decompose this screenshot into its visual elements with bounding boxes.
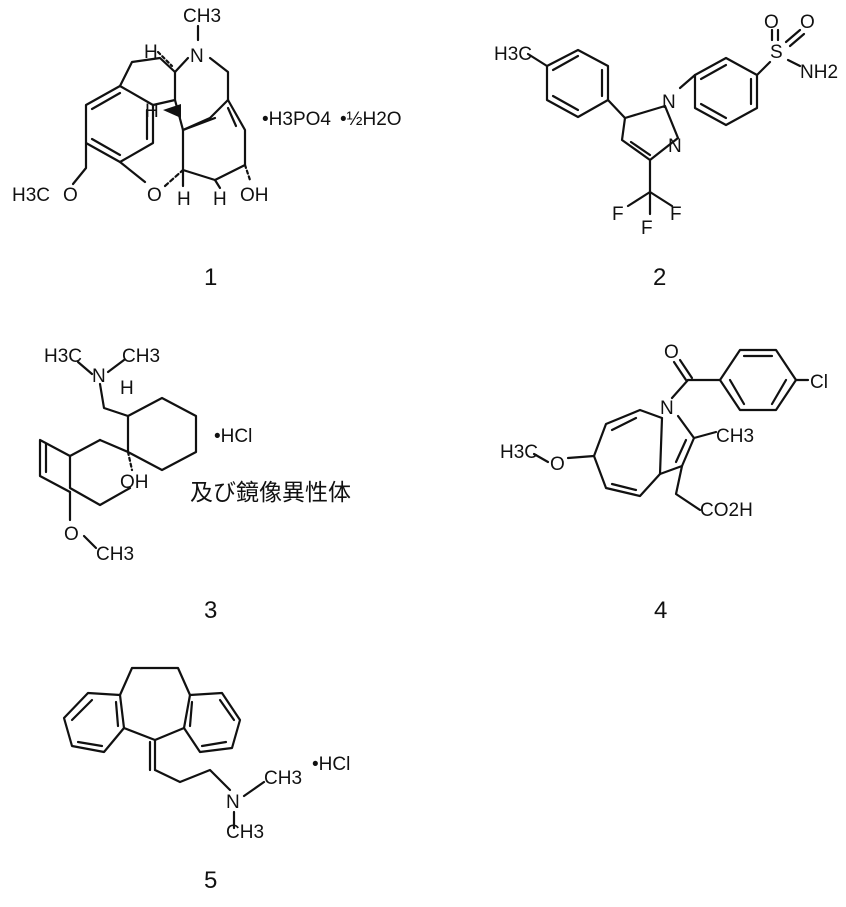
- c3-salt: •HCl: [214, 426, 252, 447]
- c3-methoxy-methyl: CH3: [96, 544, 134, 565]
- c1-h-bottom-left: H: [177, 189, 191, 210]
- compound-3: H3C N CH3 H OH O CH3 •HCl 及び鏡像異性体 3: [38, 346, 351, 624]
- c5-nitrogen: N: [226, 792, 240, 813]
- c5-methyl-lower: CH3: [226, 822, 264, 843]
- c1-salt-hemihydrate: •½H2O: [340, 109, 402, 130]
- c4-carboxylic-acid: CO2H: [700, 500, 753, 521]
- c4-chlorine: Cl: [810, 372, 828, 393]
- compound-1: H3C O O N CH3 H H H H OH •H3PO4 •½H2: [12, 6, 402, 291]
- c1-ether-oxygen: O: [147, 185, 162, 206]
- compound-number-1: 1: [204, 264, 217, 291]
- c1-salt-phosphoric: •H3PO4: [262, 109, 331, 130]
- c3-n-methyl-left: H3C: [44, 346, 82, 367]
- c3-hydroxyl: OH: [120, 472, 149, 493]
- compound-5: N CH3 CH3 •HCl 5: [62, 666, 350, 894]
- c1-nitrogen: N: [190, 46, 204, 67]
- c2-fluorine-3: F: [641, 218, 653, 239]
- c2-oxygen-1: O: [764, 12, 779, 33]
- compound-number-2: 2: [653, 264, 666, 291]
- c1-methoxy-carbon: H3C: [12, 185, 50, 206]
- c2-sulfur: S: [770, 42, 783, 63]
- c2-amine: NH2: [800, 62, 838, 83]
- c2-oxygen-2: O: [800, 12, 815, 33]
- compound-2: H3C N N F F F S O O NH2 2: [494, 12, 838, 291]
- c4-keto-oxygen: O: [664, 342, 679, 363]
- c1-h-bottom-right: H: [213, 189, 227, 210]
- c4-nitrogen: N: [660, 398, 674, 419]
- compound-4: O Cl N CH3 H3C O CO2H 4: [500, 342, 828, 624]
- c2-pyrazole-n2: N: [668, 136, 682, 157]
- compound-number-3: 3: [204, 597, 217, 624]
- c2-methyl: H3C: [494, 44, 532, 65]
- c3-methoxy-oxygen: O: [64, 524, 79, 545]
- c1-h-top: H: [144, 42, 158, 63]
- c3-nitrogen: N: [92, 366, 106, 387]
- compound-number-4: 4: [654, 597, 667, 624]
- c5-methyl-upper: CH3: [264, 768, 302, 789]
- c1-methoxy-oxygen: O: [63, 185, 78, 206]
- c2-fluorine-1: F: [612, 204, 624, 225]
- c4-methoxy-oxygen: O: [550, 454, 565, 475]
- c1-hydroxyl: OH: [240, 185, 269, 206]
- c3-hydrogen: H: [120, 378, 134, 399]
- c2-pyrazole-n1: N: [662, 92, 676, 113]
- c4-methoxy-carbon: H3C: [500, 442, 538, 463]
- c1-n-methyl: CH3: [183, 6, 221, 27]
- c3-enantiomer-note: 及び鏡像異性体: [190, 480, 351, 506]
- c4-methyl: CH3: [716, 426, 754, 447]
- compound-number-5: 5: [204, 867, 217, 894]
- c5-salt: •HCl: [312, 754, 350, 775]
- c2-fluorine-2: F: [670, 204, 682, 225]
- c3-n-methyl-right: CH3: [122, 346, 160, 367]
- c1-h-middle: H: [145, 101, 159, 122]
